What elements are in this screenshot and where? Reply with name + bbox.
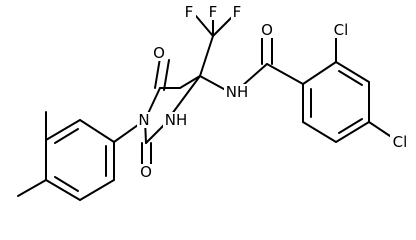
- atom-label-n: N: [138, 111, 149, 129]
- atom-label-nh: NH: [165, 111, 188, 129]
- bond-quaternary-cf3: [199, 35, 214, 77]
- bonds: [17, 15, 394, 201]
- atom-label-o: O: [261, 21, 273, 39]
- bond-aryl-cl: [368, 121, 394, 139]
- bond-aromatic-inner: [338, 118, 363, 134]
- bond-carbonyl-aryl: [266, 63, 304, 85]
- bond-ring: [145, 125, 164, 144]
- bond-aromatic-inner: [338, 70, 363, 86]
- atom-label-f: F: [233, 3, 242, 21]
- bond-aromatic: [45, 179, 81, 201]
- atom-label-f: F: [209, 3, 218, 21]
- bond-aryl-methyl: [17, 179, 47, 197]
- bond-aromatic: [335, 121, 370, 143]
- bond-c-f: [195, 15, 214, 37]
- atom-label-o: O: [140, 163, 152, 181]
- bond-c-f: [212, 15, 234, 37]
- bond-aromatic: [302, 121, 337, 143]
- bond-aromatic: [79, 119, 115, 143]
- molecule-structure: F F F O NH Cl Cl O N NH O: [17, 3, 410, 201]
- atom-label-o: O: [153, 44, 165, 62]
- bond-aromatic: [335, 61, 370, 83]
- bond-aromatic: [79, 179, 115, 201]
- atom-label-cl: Cl: [334, 21, 349, 39]
- bond-ring: [179, 75, 201, 89]
- bond-ring-carbonyl-double: [154, 57, 161, 89]
- bond-aromatic-inner: [54, 176, 79, 192]
- atom-labels: F F F O NH Cl Cl O N NH O: [137, 3, 410, 181]
- atom-label-f: F: [185, 3, 194, 21]
- bond-ring-carbonyl-double: [163, 59, 170, 91]
- atom-label-nh: NH: [226, 83, 249, 101]
- bond-aromatic-inner: [54, 128, 79, 144]
- bond-aromatic: [45, 119, 81, 141]
- atom-label-cl: Cl: [393, 133, 408, 151]
- bond-aromatic: [302, 61, 337, 85]
